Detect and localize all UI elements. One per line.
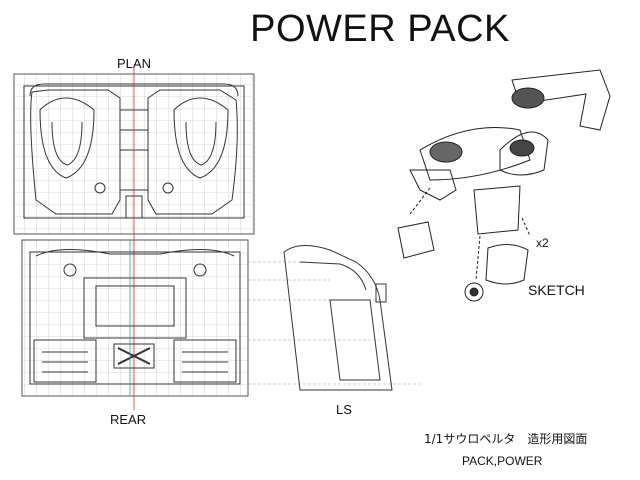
caption-japanese: 1/1サウロペルタ 造形用図面 xyxy=(424,432,588,446)
plan-view-label: PLAN xyxy=(117,56,151,71)
caption-english: PACK,POWER xyxy=(462,454,543,468)
left-side-view-label: LS xyxy=(336,402,352,417)
left-side-view xyxy=(283,245,393,391)
rear-view-label: REAR xyxy=(110,412,147,427)
projection-lines xyxy=(248,261,420,385)
sketch-label: SKETCH xyxy=(528,282,585,298)
exploded-sketch xyxy=(397,69,611,302)
quantity-label: x2 xyxy=(536,236,549,250)
drawing-title: POWER PACK xyxy=(250,8,510,50)
rear-view xyxy=(21,239,249,397)
